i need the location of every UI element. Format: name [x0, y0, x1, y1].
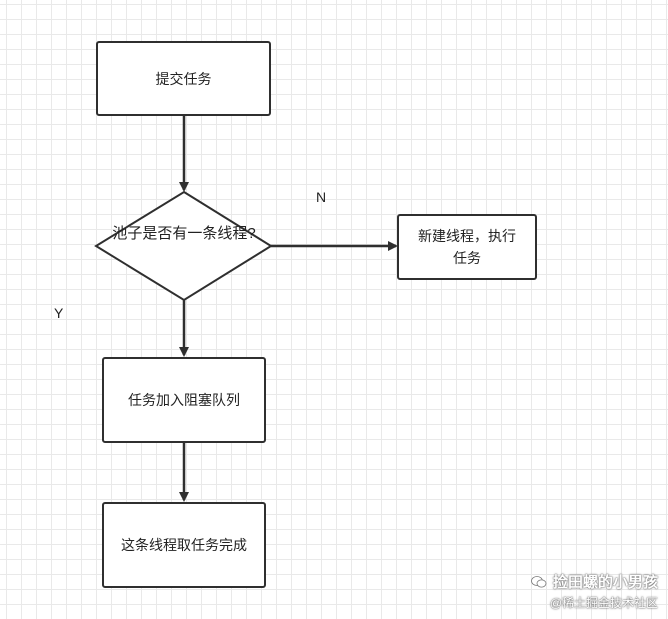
watermark-author: 捡田螺的小男孩 — [552, 574, 658, 591]
queue-box: 任务加入阻塞队列 — [102, 357, 266, 443]
take-task-label: 这条线程取任务完成 — [121, 537, 247, 553]
queue-label: 任务加入阻塞队列 — [128, 392, 240, 408]
take-task-box: 这条线程取任务完成 — [102, 502, 266, 588]
yes-branch-label: Y — [54, 305, 64, 321]
new-thread-label: 新建线程，执行任务 — [418, 228, 516, 266]
new-thread-box: 新建线程，执行任务 — [397, 214, 537, 280]
watermark-community: @稀土掘金技术社区 — [549, 596, 658, 610]
no-branch-label: N — [316, 189, 327, 205]
watermark: 捡田螺的小男孩 @稀土掘金技术社区 — [531, 571, 658, 611]
submit-task-label: 提交任务 — [155, 70, 212, 87]
decision-diamond — [94, 190, 273, 302]
decision-label: 池子是否有一条线程? — [112, 225, 256, 242]
submit-task-box: 提交任务 — [96, 41, 271, 116]
wechat-icon — [531, 575, 547, 589]
